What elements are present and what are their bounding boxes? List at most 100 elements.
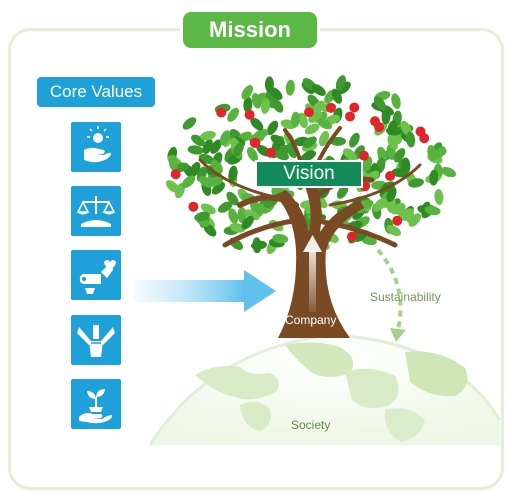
leaf: [250, 117, 264, 131]
leaf: [200, 130, 216, 141]
leaf: [198, 176, 213, 188]
leaf: [433, 146, 446, 160]
leaf: [200, 203, 216, 215]
leaf: [298, 112, 308, 129]
leaf: [273, 149, 289, 161]
leaf: [304, 123, 320, 135]
core-values-badge: Core Values: [37, 77, 155, 107]
leaf: [311, 84, 326, 96]
leaf: [317, 118, 332, 130]
leaf: [251, 92, 262, 109]
company-growth-arrow: [303, 235, 322, 312]
apple: [244, 109, 255, 120]
apple: [216, 107, 227, 118]
leaf: [228, 208, 239, 224]
apple: [170, 169, 181, 180]
leaf: [335, 75, 346, 91]
leaf: [182, 117, 197, 130]
leaf: [272, 234, 289, 244]
leaf: [194, 211, 210, 222]
leaf: [408, 213, 421, 227]
leaf: [227, 107, 239, 122]
leaf: [217, 201, 233, 213]
mission-label: Mission: [209, 17, 291, 42]
vision-label: Vision: [283, 163, 335, 184]
leaf: [187, 145, 204, 155]
leaf: [241, 85, 254, 100]
apple: [419, 133, 430, 144]
leaf: [269, 87, 283, 100]
leaf: [386, 186, 397, 202]
leaf: [229, 223, 246, 233]
balance-scale-icon: [71, 186, 121, 236]
leaf: [165, 180, 180, 193]
leaf: [434, 189, 444, 205]
leaf: [386, 224, 401, 237]
leaf: [211, 181, 226, 195]
apple: [325, 102, 336, 113]
leaf: [189, 161, 201, 177]
leaf: [312, 100, 325, 114]
leaf: [393, 148, 406, 163]
leaf: [373, 96, 386, 111]
leaf: [386, 126, 402, 136]
apple: [188, 201, 199, 212]
apple: [392, 215, 403, 226]
globe: [148, 333, 502, 446]
leaf: [391, 93, 401, 110]
leaf: [331, 88, 343, 104]
plant-hand-icon: [71, 379, 121, 429]
leaf: [301, 150, 316, 162]
leaf: [241, 215, 254, 230]
apple: [345, 111, 355, 122]
leaf: [266, 120, 279, 136]
apple: [249, 137, 260, 148]
leaf: [260, 98, 271, 114]
apple: [385, 171, 396, 181]
apple: [346, 231, 357, 242]
leaf: [168, 154, 178, 171]
leaf: [308, 110, 323, 123]
leaf: [243, 96, 253, 113]
leaf: [302, 136, 317, 148]
sustainability-arrow: [376, 248, 406, 342]
apple: [370, 116, 380, 127]
leaf: [210, 139, 222, 154]
leaf: [318, 130, 330, 147]
vision-badge: Vision: [255, 160, 363, 188]
leaf: [337, 81, 351, 95]
apple: [265, 147, 276, 158]
leaf: [424, 205, 441, 216]
leaf: [252, 237, 262, 254]
mission-badge: Mission: [183, 12, 317, 48]
wrench-heart-icon: [71, 250, 121, 300]
leaf: [271, 98, 284, 113]
leaf: [336, 184, 349, 199]
sustainability-label: Sustainability: [370, 290, 441, 304]
leaf: [237, 207, 247, 224]
leaf: [202, 138, 213, 155]
leaf: [429, 169, 439, 186]
apple: [304, 107, 314, 118]
leaf: [285, 79, 295, 96]
leaf: [406, 131, 416, 148]
apple: [358, 150, 369, 161]
joined-hands-icon: [71, 315, 121, 365]
leaf: [228, 165, 238, 182]
leaf: [246, 147, 259, 162]
leaf: [226, 191, 239, 206]
leaf: [219, 130, 231, 146]
leaf: [408, 178, 424, 188]
company-label: Company: [285, 313, 337, 327]
leaf: [381, 108, 391, 125]
core-values-label: Core Values: [49, 82, 143, 101]
idea-hand-icon: [71, 122, 121, 172]
leaf: [391, 168, 408, 178]
leaf: [440, 166, 457, 178]
apple: [349, 102, 360, 113]
leaf: [349, 132, 360, 148]
leaf: [290, 111, 300, 128]
core-to-vision-arrow: [134, 270, 276, 312]
leaf: [181, 175, 196, 188]
leaf: [210, 159, 223, 174]
